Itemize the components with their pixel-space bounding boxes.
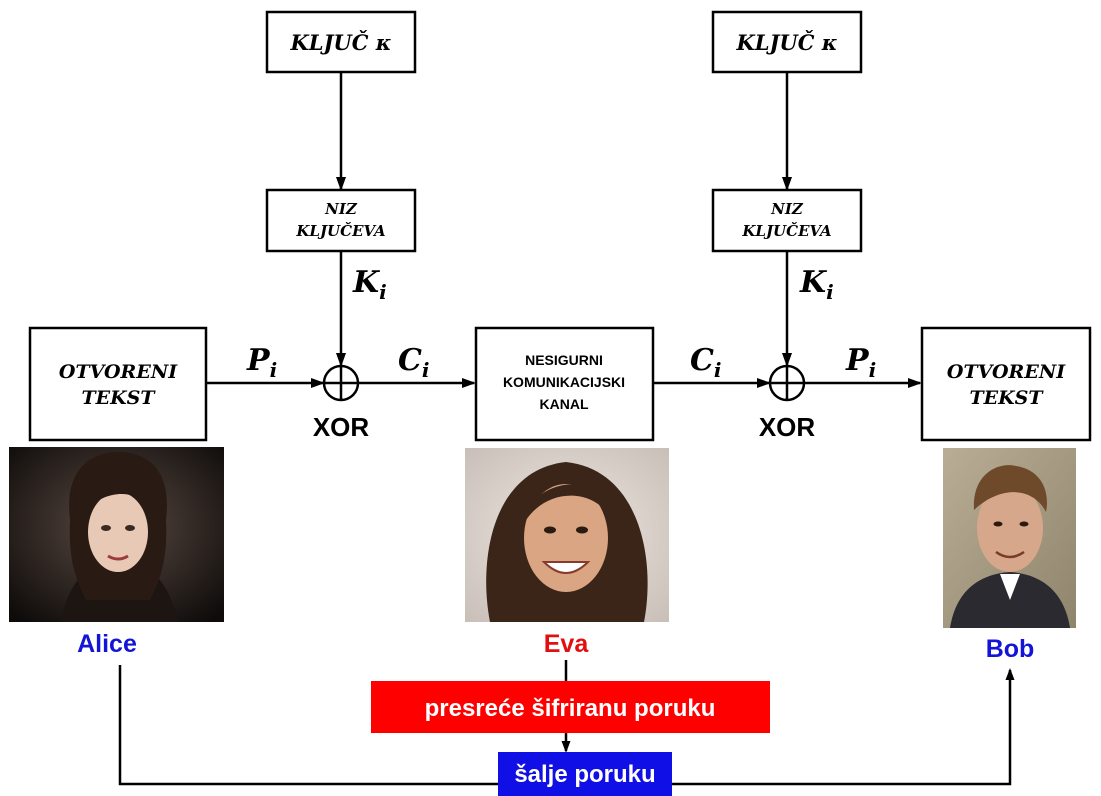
key-label-left: Ki <box>352 265 387 304</box>
edge-p-left: Pi <box>246 343 277 382</box>
edge-p-right: Pi <box>845 343 876 382</box>
plaintext-right-line2: TEKST <box>970 387 1045 409</box>
keystream-left-line2: KLJUČEVA <box>295 222 385 240</box>
send-banner-text: šalje poruku <box>514 761 655 788</box>
eva-portrait <box>465 448 669 622</box>
keystream-box-left <box>265 188 417 253</box>
keystream-right-line2: KLJUČEVA <box>741 222 831 240</box>
intercept-banner <box>371 681 770 733</box>
bob-portrait <box>943 448 1076 628</box>
plaintext-left-line1: OTVORENI <box>59 361 178 383</box>
key-label-right: Ki <box>799 265 834 304</box>
channel-line2: KOMUNIKACIJSKI <box>503 374 625 390</box>
channel-box <box>474 326 655 442</box>
channel-line1: NESIGURNI <box>525 352 603 368</box>
channel-line3: KANAL <box>540 396 589 412</box>
plaintext-right-line1: OTVORENI <box>947 361 1066 383</box>
plaintext-box-left <box>28 326 208 442</box>
plaintext-left-line2: TEKST <box>82 387 157 409</box>
key-box-right <box>711 10 863 74</box>
eva-name: Eva <box>544 630 590 658</box>
xor-symbol-left <box>322 364 360 402</box>
keystream-left-line1: NIZ <box>324 200 358 218</box>
key-box-right-label: KLJUČ κ <box>735 30 837 55</box>
intercept-banner-text: presreće šifriranu poruku <box>425 695 716 722</box>
alice-portrait <box>9 447 224 622</box>
key-box-left-label: KLJUČ κ <box>289 30 391 55</box>
keystream-right-line1: NIZ <box>770 200 804 218</box>
xor-symbol-right <box>768 364 806 402</box>
edge-c-left: Ci <box>398 343 430 382</box>
xor-label-right: XOR <box>759 412 816 442</box>
xor-label-left: XOR <box>313 412 370 442</box>
edge-c-right: Ci <box>690 343 722 382</box>
send-banner <box>498 752 672 796</box>
key-box-left <box>265 10 417 74</box>
bob-name: Bob <box>986 635 1035 663</box>
plaintext-box-right <box>920 326 1092 442</box>
alice-name: Alice <box>77 630 137 658</box>
